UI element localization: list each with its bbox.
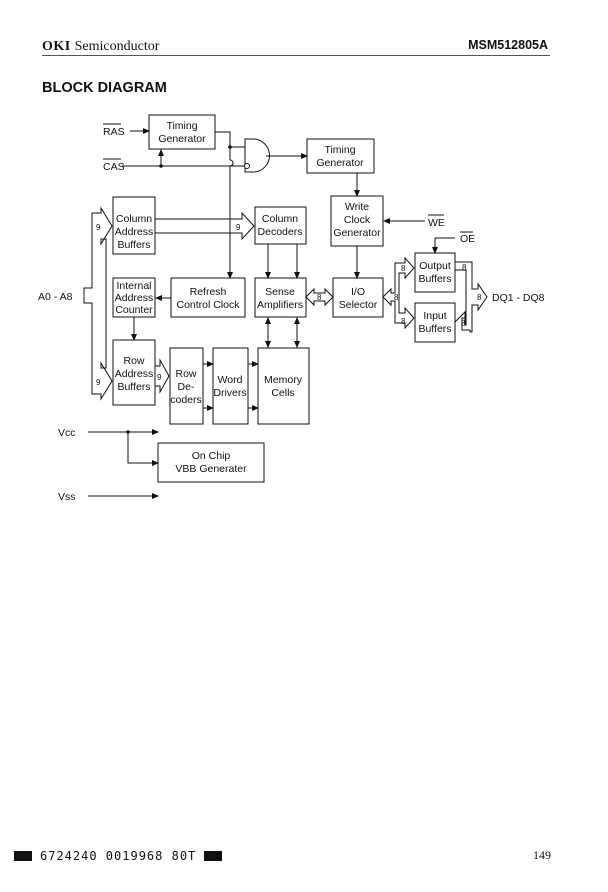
bus-width-in-buf-out: 8 [401,317,406,326]
bus-width-col-in: 9 [96,223,101,232]
oe-label: OE [460,233,475,245]
page-title: BLOCK DIAGRAM [42,80,167,96]
footer-mark-left [14,851,32,861]
page-number: 149 [533,848,551,862]
we-label: WE [428,217,445,229]
bus-width-col-out: 9 [236,223,241,232]
bus-width-out-buf-out: 8 [462,263,467,272]
bus-width-row-in: 9 [96,378,101,387]
bus-width-dq: 8 [477,293,482,302]
vcc-label: Vcc [58,427,76,439]
bus-width-io-sel: 8 [394,293,399,302]
row-decoders-box [169,347,204,425]
address-label: A0 - A8 [38,291,73,303]
column-decoders-box [254,206,307,245]
and-gate-icon [244,138,270,173]
footer-code: 6724240 0019968 80T [40,849,197,863]
memory-cells-box [257,347,310,425]
footer-barcode: 6724240 0019968 80T [14,849,223,863]
bus-width-out-buf-in: 8 [401,264,406,273]
input-buffers-box [414,302,456,343]
word-drivers-box [212,347,249,425]
ras-label: RAS [103,126,125,138]
brand: OKI Semiconductor [42,37,159,55]
cas-label: CAS [103,161,125,173]
brand-name: Semiconductor [74,39,160,54]
footer-mark-right [204,851,223,861]
part-number: MSM512805A [468,38,548,52]
column-address-buffers-box [112,196,156,255]
brand-logo: OKI [42,39,71,54]
header-divider [42,55,550,56]
bus-width-sense-io: 8 [317,293,322,302]
bus-width-row-out: 9 [157,373,162,382]
bus-width-in-buf-in: 8 [461,319,466,328]
vss-label: Vss [58,491,76,503]
dq-label: DQ1 - DQ8 [492,292,545,304]
